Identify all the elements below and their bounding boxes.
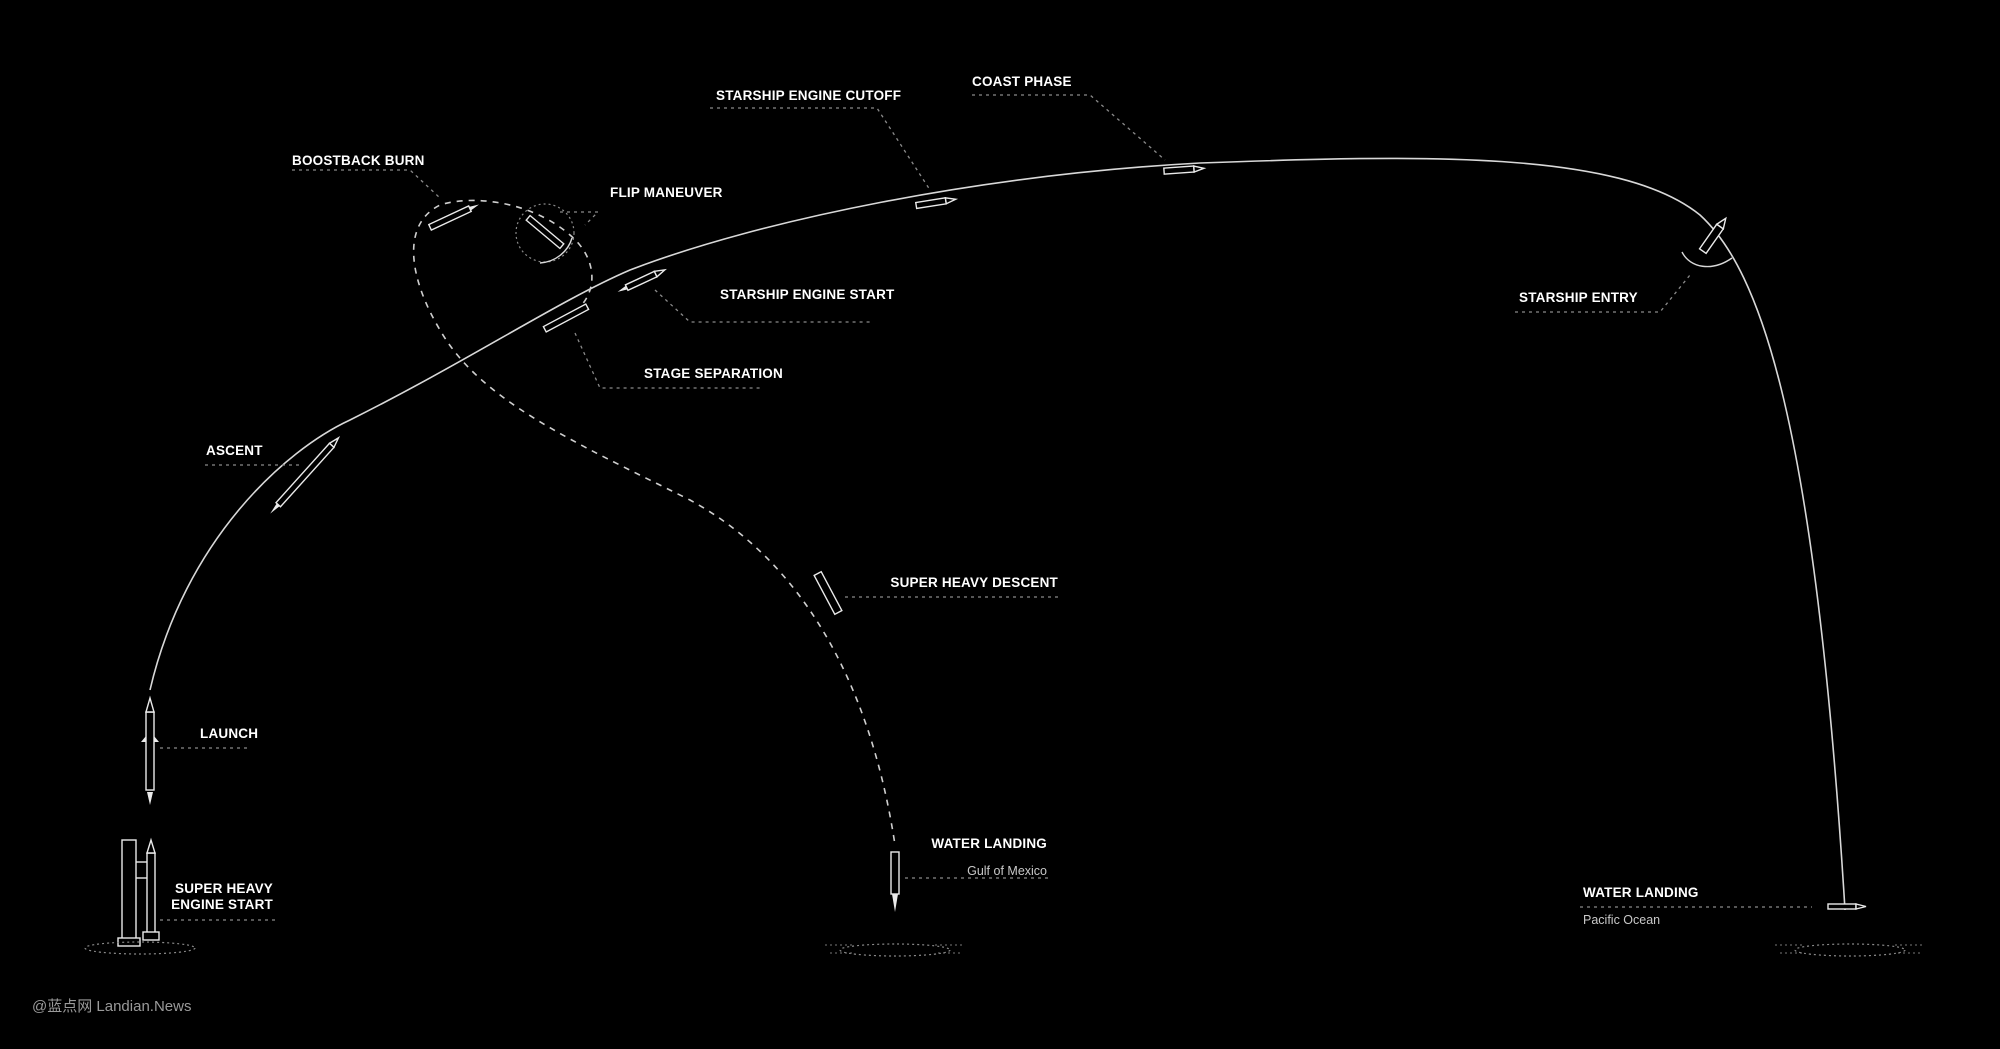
- leader-boostback-burn: [292, 169, 441, 199]
- starship-landing-vehicle: [1775, 903, 1925, 957]
- leader-starship-engine-start: [654, 289, 870, 323]
- leader-flip-maneuver: [560, 211, 600, 226]
- watermark: @蓝点网 Landian.News: [32, 998, 191, 1015]
- starship-engine-cutoff-vehicle: [914, 197, 959, 210]
- label-super-heavy-engine-start-1: SUPER HEAVY: [175, 881, 273, 896]
- label-launch: LAUNCH: [200, 726, 258, 741]
- stage-separation-booster: [542, 303, 590, 333]
- label-gulf-of-mexico: Gulf of Mexico: [967, 864, 1047, 878]
- label-starship-engine-start: STARSHIP ENGINE START: [720, 287, 895, 302]
- label-super-heavy-engine-start-2: ENGINE START: [171, 897, 273, 912]
- leader-coast-phase: [972, 94, 1166, 161]
- label-water-landing-pacific: WATER LANDING: [1583, 885, 1699, 900]
- ascent-vehicle: [270, 436, 341, 514]
- boostback-burn-vehicle: [427, 204, 480, 231]
- label-starship-entry: STARSHIP ENTRY: [1519, 290, 1638, 305]
- starship-entry-vehicle: [1681, 216, 1733, 268]
- leader-starship-entry: [1515, 274, 1691, 313]
- super-heavy-landing-vehicle: [825, 851, 965, 957]
- label-starship-engine-cutoff: STARSHIP ENGINE CUTOFF: [716, 88, 901, 103]
- starship-trajectory: [149, 157, 1846, 911]
- label-stage-separation: STAGE SEPARATION: [644, 366, 783, 381]
- label-super-heavy-descent: SUPER HEAVY DESCENT: [890, 575, 1058, 590]
- starship-engine-start-vehicle: [617, 268, 667, 292]
- flip-maneuver-vehicle: [515, 203, 575, 264]
- leader-starship-engine-cutoff: [710, 107, 931, 191]
- label-coast-phase: COAST PHASE: [972, 74, 1072, 89]
- label-ascent: ASCENT: [206, 443, 263, 458]
- super-heavy-engine-start-vehicle: [142, 837, 160, 941]
- label-boostback-burn: BOOSTBACK BURN: [292, 153, 425, 168]
- label-pacific-ocean: Pacific Ocean: [1583, 913, 1660, 927]
- super-heavy-descent-vehicle: [813, 570, 843, 616]
- launch-vehicle: [141, 695, 159, 805]
- launch-tower: [84, 839, 196, 955]
- label-flip-maneuver: FLIP MANEUVER: [610, 185, 723, 200]
- label-water-landing-gulf: WATER LANDING: [931, 836, 1047, 851]
- coast-phase-vehicle: [1163, 165, 1207, 175]
